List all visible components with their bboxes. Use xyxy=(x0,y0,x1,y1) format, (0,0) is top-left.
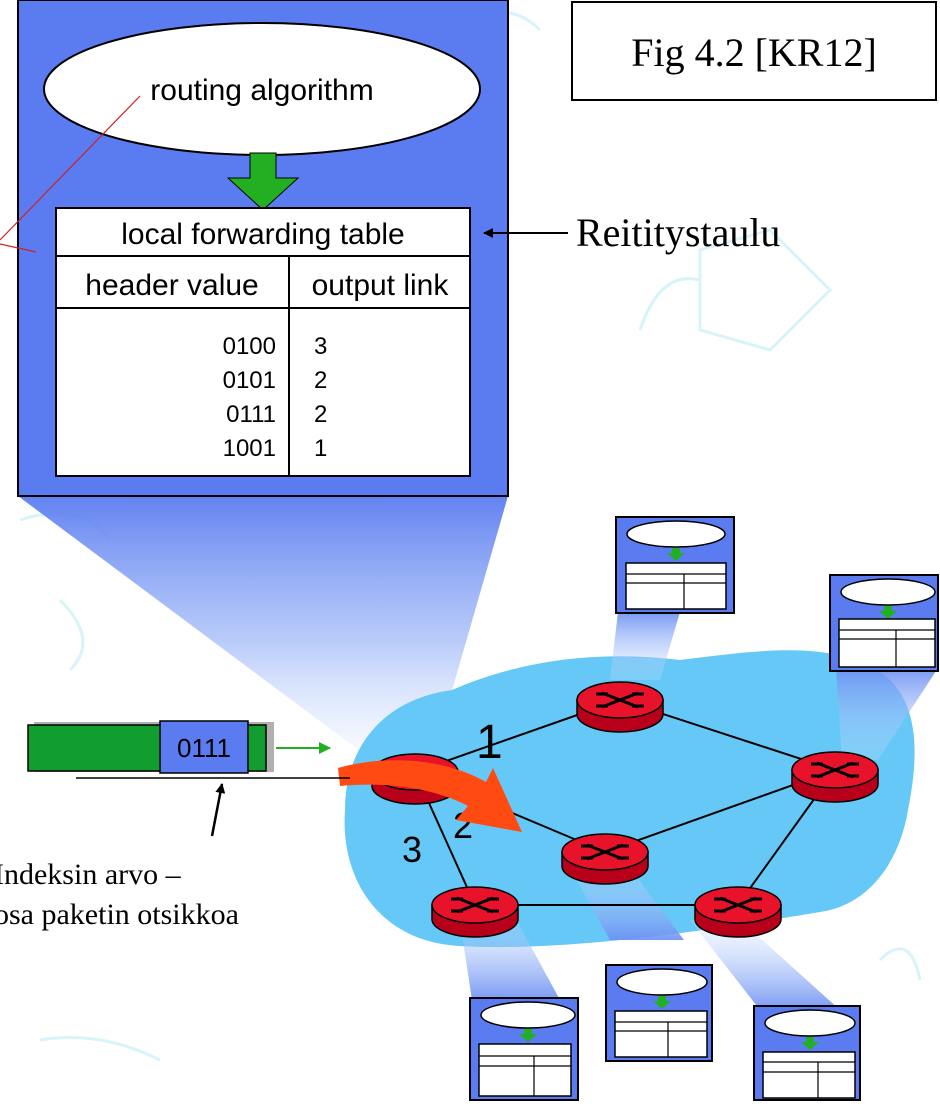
forwarding-table: local forwarding table header value outp… xyxy=(55,207,471,477)
routing-algorithm-label: routing algorithm xyxy=(150,74,373,107)
mini-panel-bottom-right xyxy=(753,1005,861,1101)
table-cell-output-link: 1 xyxy=(314,435,327,462)
router-top-icon xyxy=(576,681,664,733)
mini-panel-bottom-left xyxy=(469,997,579,1101)
router-center-icon xyxy=(561,833,649,885)
link-number-1: 1 xyxy=(476,716,503,769)
output-link-column: output link xyxy=(312,269,450,302)
router-bottom-left-icon xyxy=(431,886,519,938)
red-pointer-lines xyxy=(0,95,141,253)
index-note-line1: Indeksin arvo – xyxy=(0,858,182,891)
figure-label-box xyxy=(571,1,937,101)
packet: 0111 xyxy=(27,720,274,774)
table-callout-label: Reititystaulu xyxy=(576,210,780,255)
table-cell-header-value: 1001 xyxy=(223,435,276,462)
figure-label: Fig 4.2 [KR12] xyxy=(631,30,877,75)
router-right-icon xyxy=(791,751,879,803)
index-note-line2: osa paketin otsikkoa xyxy=(0,898,239,931)
mini-panel-top xyxy=(615,516,735,614)
table-cell-output-link: 2 xyxy=(314,401,327,428)
index-pointer-arrow xyxy=(210,783,226,837)
green-down-arrow-icon xyxy=(226,152,300,211)
packet-header-field xyxy=(159,720,249,774)
router-bottom-right-icon xyxy=(694,886,782,938)
table-cell-output-link: 2 xyxy=(314,367,327,394)
network-cloud xyxy=(344,650,915,948)
mini-panel-right xyxy=(829,574,939,672)
table-cell-header-value: 0101 xyxy=(223,367,276,394)
table-cell-header-value: 0100 xyxy=(223,333,276,360)
forwarding-table-title: local forwarding table xyxy=(121,218,405,251)
packet-flow-arrow-icon xyxy=(338,760,522,832)
header-value-column: header value xyxy=(85,269,258,302)
link-number-3: 3 xyxy=(402,829,422,870)
mini-panel-bottom-middle xyxy=(605,964,713,1062)
beam-main xyxy=(18,496,508,760)
packet-header-value: 0111 xyxy=(177,733,231,763)
table-cell-header-value: 0111 xyxy=(226,401,276,428)
table-cell-output-link: 3 xyxy=(314,333,327,360)
